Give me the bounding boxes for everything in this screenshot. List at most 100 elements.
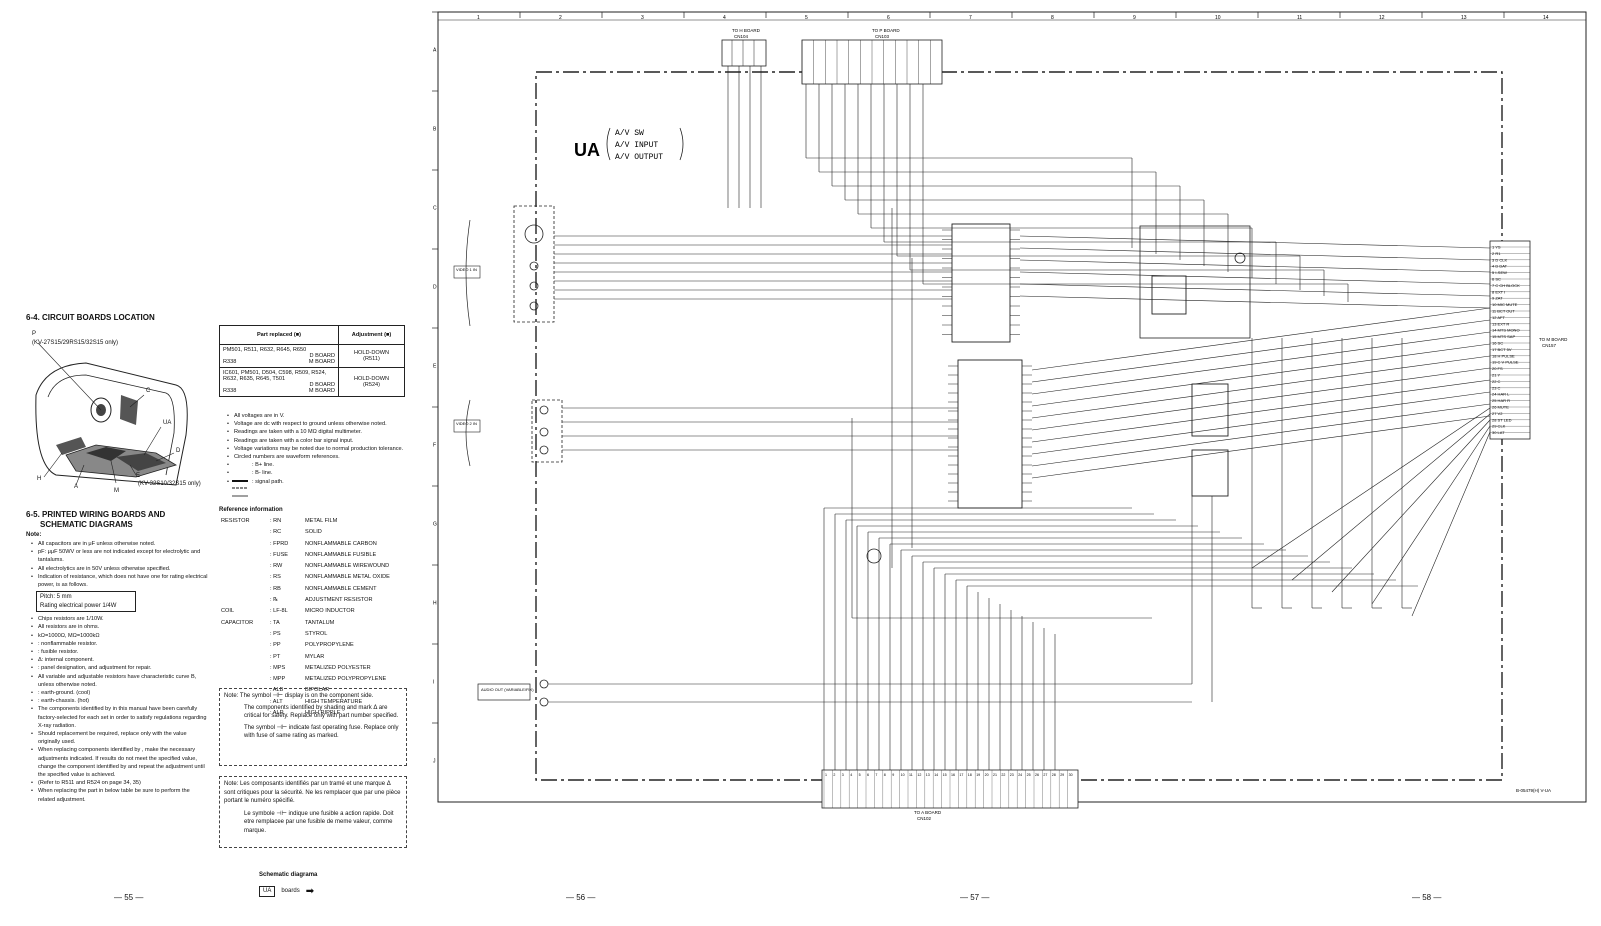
note-item: pF: μμF 50WV or less are not indicated e… <box>31 548 208 564</box>
column-label: 1 <box>477 15 480 21</box>
ref-category: COIL <box>221 608 235 615</box>
ref-category <box>221 630 268 639</box>
right-pin-label: 9 ZAT <box>1492 296 1503 301</box>
note-item: Δ: internal component. <box>31 656 208 664</box>
note-item: : earth-chassis. (hot) <box>31 697 208 705</box>
bottom-pin-label: 8 <box>884 773 886 777</box>
adj2-cell: (R511) <box>363 356 380 362</box>
ref-code: : PS <box>270 630 281 637</box>
ref-code: : FPRD <box>270 540 289 547</box>
note-item: When replacing the part in below table b… <box>31 787 208 803</box>
connector-cn103 <box>801 39 943 85</box>
ic-pins <box>942 229 1032 502</box>
right-pin-label: 17 BCT 5V <box>1492 347 1512 352</box>
bottom-pin-label: 25 <box>1027 773 1031 777</box>
right-pin-label: 4 D DAT <box>1492 264 1508 269</box>
ic-av-switch-2 <box>957 359 1023 509</box>
right-pin-label: 1 YS <box>1492 245 1501 250</box>
wiring <box>548 66 1491 770</box>
bottom-pin-label: 19 <box>976 773 980 777</box>
rating-line: Rating electrical power 1/4W <box>40 602 117 609</box>
note-item: The components identified by in this man… <box>31 705 208 730</box>
ref-code: : ℞ <box>270 597 279 604</box>
label-p: P <box>32 331 37 337</box>
bullet-item: Readings are taken with a color bar sign… <box>227 437 406 445</box>
ref-category <box>221 596 268 605</box>
note-title: Note: <box>26 532 42 538</box>
right-pin-label: 20 FS <box>1492 366 1503 371</box>
subcircuit-box <box>1139 225 1251 339</box>
note-en-line1: Note: The symbol ⊣⊢ display is on the co… <box>224 693 374 699</box>
note-item: kΩ=1000Ω, MΩ=1000kΩ <box>31 632 208 640</box>
transistor-q <box>866 548 882 564</box>
pitch-box: Pitch: 5 mm Rating electrical power 1/4W <box>36 591 136 613</box>
schematic-board-ref: UA boards ➡ <box>259 886 314 897</box>
note-item: All capacitors are in μF unless otherwis… <box>31 540 208 548</box>
label-e: E <box>136 473 141 479</box>
row-label: F <box>433 443 436 449</box>
bottom-pin-label: 14 <box>934 773 938 777</box>
ref-category <box>221 540 268 549</box>
bottom-pin-label: 6 <box>867 773 869 777</box>
bottom-pin-label: 28 <box>1052 773 1056 777</box>
ref-category <box>221 551 268 560</box>
right-pin-label: 19 C V PULSE <box>1492 360 1519 365</box>
ref-category <box>221 653 268 662</box>
ref-desc: TANTALUM <box>305 619 335 626</box>
bottom-pin-label: 21 <box>993 773 997 777</box>
ref-category <box>221 664 268 673</box>
ref-desc: STYROL <box>305 630 328 637</box>
right-pin-label: 16 SC <box>1492 341 1503 346</box>
line-symbols-icon <box>232 480 248 497</box>
pitch-line: Pitch: 5 mm <box>40 594 72 601</box>
column-label: 12 <box>1379 15 1385 21</box>
row-label: B <box>433 127 437 133</box>
bottom-pin-label: 20 <box>985 773 989 777</box>
table-row: IC601, PM501, D504, C598, R509, R524, R6… <box>219 367 405 397</box>
audio-out-block <box>477 683 531 701</box>
row-label: E <box>433 364 437 370</box>
column-label: 9 <box>1133 15 1136 21</box>
right-pin-label: 21 Y <box>1492 373 1500 378</box>
audio-out-label: AUDIO OUT (VARIABLE/FIX) <box>481 687 534 692</box>
ref-code: : RS <box>270 574 281 581</box>
column-label: 6 <box>887 15 890 21</box>
page-number-55: — 55 — <box>114 893 144 902</box>
ref-desc: ADJUSTMENT RESISTOR <box>305 597 373 604</box>
label-e-models: (KV-32S10/32S15 only) <box>138 481 201 487</box>
connector-cn104 <box>721 39 767 67</box>
column-label: 3 <box>641 15 644 21</box>
to-a-board-label: TO A BOARD <box>914 810 942 815</box>
column-label: 13 <box>1461 15 1467 21</box>
note-item: : panel designation, and adjustment for … <box>31 664 208 672</box>
note-item: When replacing components identified by … <box>31 746 208 779</box>
bottom-pin-label: 4 <box>850 773 852 777</box>
ref-code: : PT <box>270 653 281 660</box>
to-h-board-label: TO H BOARD <box>732 28 761 33</box>
adj2-cell: (R524) <box>362 382 381 388</box>
row-label: J <box>433 759 436 765</box>
video1-in-label: VIDEO 1 IN <box>456 267 477 272</box>
bottom-pin-label: 16 <box>951 773 955 777</box>
bottom-pin-label: 30 <box>1069 773 1073 777</box>
row-label: D <box>433 285 437 291</box>
schematic-frame <box>437 11 1587 803</box>
right-pin-label: 18 H PULSE <box>1492 353 1515 358</box>
transistor-q2 <box>1234 252 1246 264</box>
ref-code: : FUSE <box>270 551 289 558</box>
bottom-pin-label: 15 <box>943 773 947 777</box>
cn102-label: CN102 <box>917 816 932 821</box>
ic-405 <box>1191 449 1229 497</box>
adjustment-table: Part replaced (■) Adjustment (■) PM501, … <box>219 325 405 397</box>
note-en-line3: The symbol ⊣⊢ indicate fast operating fu… <box>244 724 399 740</box>
right-pin-label: 7 C CH BLOCK <box>1492 283 1520 288</box>
board2-cell: M BOARD <box>308 359 335 365</box>
label-a: A <box>74 484 79 490</box>
bottom-pin-label: 23 <box>1010 773 1014 777</box>
note-item: All resistors are in ohms. <box>31 623 208 631</box>
